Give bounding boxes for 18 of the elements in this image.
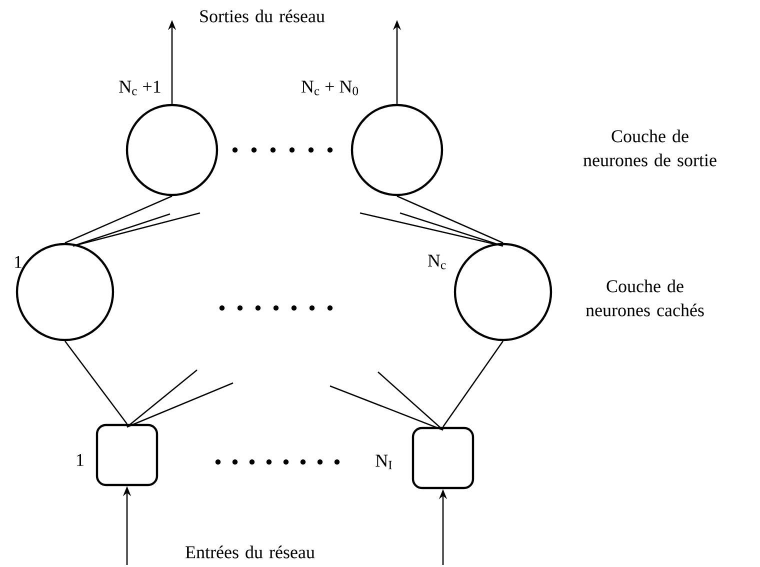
neuron-circle bbox=[350, 104, 444, 196]
neuron-index: 1 bbox=[77, 454, 84, 466]
input-box bbox=[412, 426, 474, 490]
neuron-circle bbox=[16, 242, 114, 342]
neuron-index: N$_{c}$ + N$_{0}$ bbox=[302, 80, 358, 96]
neuron-circle bbox=[454, 242, 552, 342]
neuron-index: N$_{c}$ bbox=[428, 254, 446, 270]
input-box bbox=[96, 424, 158, 486]
connection-line bbox=[64, 340, 128, 424]
connection-line bbox=[442, 340, 504, 428]
neuron-circle bbox=[126, 104, 218, 196]
layer-label: Entrées du réseau bbox=[186, 546, 315, 558]
layer-label: Sorties du réseau bbox=[200, 10, 325, 22]
layer-label: Couche de neurones de sortie bbox=[583, 130, 716, 166]
neuron-index: N$_{I}$ bbox=[376, 454, 392, 470]
layer-label: Couche de neurones cachés bbox=[586, 280, 704, 316]
neuron-index: N$_{c}$ +1 bbox=[119, 80, 160, 96]
neuron-index: 1 bbox=[15, 256, 22, 268]
